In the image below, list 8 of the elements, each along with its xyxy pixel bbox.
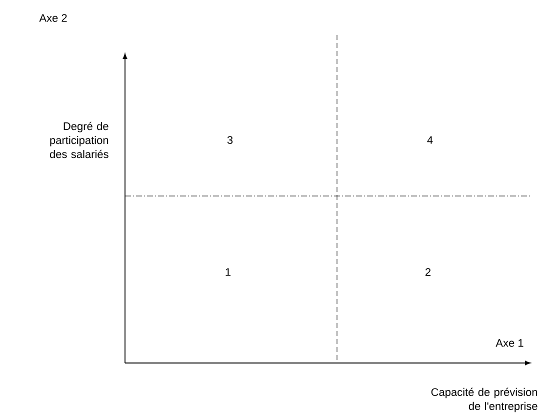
axis-title: Axe 1 bbox=[496, 339, 524, 347]
axis-label: Capacité de prévision de l'entreprise bbox=[431, 388, 538, 412]
quadrant-number: 1 bbox=[226, 268, 231, 276]
quadrant-number: 4 bbox=[427, 136, 433, 144]
axis-title: Axe 2 bbox=[39, 14, 67, 22]
quadrant-number: 2 bbox=[426, 268, 430, 276]
quadrant-number: 3 bbox=[227, 136, 233, 144]
axis-label: Degré de participation des salariés bbox=[50, 122, 108, 158]
